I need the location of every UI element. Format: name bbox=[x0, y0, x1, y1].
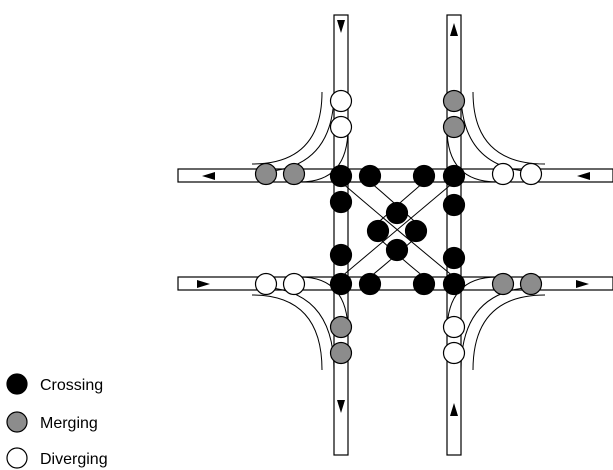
crossing-point bbox=[329, 190, 353, 214]
arrow-left-icon bbox=[577, 172, 590, 180]
crossing-point bbox=[404, 219, 428, 243]
diverging-point bbox=[442, 341, 466, 365]
diverging-point bbox=[329, 115, 353, 139]
crossing-point bbox=[329, 243, 353, 267]
merging-point bbox=[491, 272, 515, 296]
merging-point bbox=[282, 162, 306, 186]
diverging-point bbox=[329, 89, 353, 113]
merging-point bbox=[329, 315, 353, 339]
crossing-point bbox=[385, 238, 409, 262]
crossing-point bbox=[385, 201, 409, 225]
diverging-point bbox=[442, 315, 466, 339]
turn-paths bbox=[251, 91, 546, 371]
arrow-left-icon bbox=[202, 172, 215, 180]
crossing-point bbox=[412, 272, 436, 296]
road-north-south-right bbox=[446, 14, 462, 456]
conflict-points bbox=[254, 89, 543, 365]
legend-merging-label: Merging bbox=[40, 415, 98, 432]
roads bbox=[177, 14, 613, 456]
diverging-point bbox=[254, 272, 278, 296]
merging-point bbox=[442, 89, 466, 113]
crossing-point bbox=[442, 164, 466, 188]
legend-diverging-label: Diverging bbox=[40, 451, 108, 468]
legend-diverging-swatch bbox=[6, 447, 28, 469]
arrow-right-icon bbox=[197, 280, 210, 288]
legend-crossing-label: Crossing bbox=[40, 377, 103, 394]
diverging-point bbox=[282, 272, 306, 296]
arrow-up-icon bbox=[450, 23, 458, 36]
merging-point bbox=[329, 341, 353, 365]
legend-crossing-swatch bbox=[6, 373, 28, 395]
road-north-south-left bbox=[333, 14, 349, 456]
arrow-down-icon bbox=[337, 400, 345, 413]
crossing-point bbox=[366, 219, 390, 243]
road-east-west-top bbox=[177, 168, 613, 183]
merging-point bbox=[442, 115, 466, 139]
crossing-point bbox=[358, 164, 382, 188]
crossing-point bbox=[442, 193, 466, 217]
direction-arrows bbox=[197, 20, 590, 416]
crossing-point bbox=[358, 272, 382, 296]
crossing-point bbox=[412, 164, 436, 188]
diverging-point bbox=[491, 162, 515, 186]
crossing-point bbox=[329, 272, 353, 296]
arrow-up-icon bbox=[450, 403, 458, 416]
merging-point bbox=[519, 272, 543, 296]
crossing-point bbox=[329, 164, 353, 188]
legend-merging-swatch bbox=[6, 411, 28, 433]
crossing-point bbox=[442, 272, 466, 296]
arrow-down-icon bbox=[337, 20, 345, 33]
arrow-right-icon bbox=[576, 280, 589, 288]
diverging-point bbox=[519, 162, 543, 186]
road-east-west-bottom bbox=[177, 276, 613, 291]
merging-point bbox=[254, 162, 278, 186]
crossing-point bbox=[442, 246, 466, 270]
legend: Crossing Merging Diverging bbox=[6, 373, 108, 469]
